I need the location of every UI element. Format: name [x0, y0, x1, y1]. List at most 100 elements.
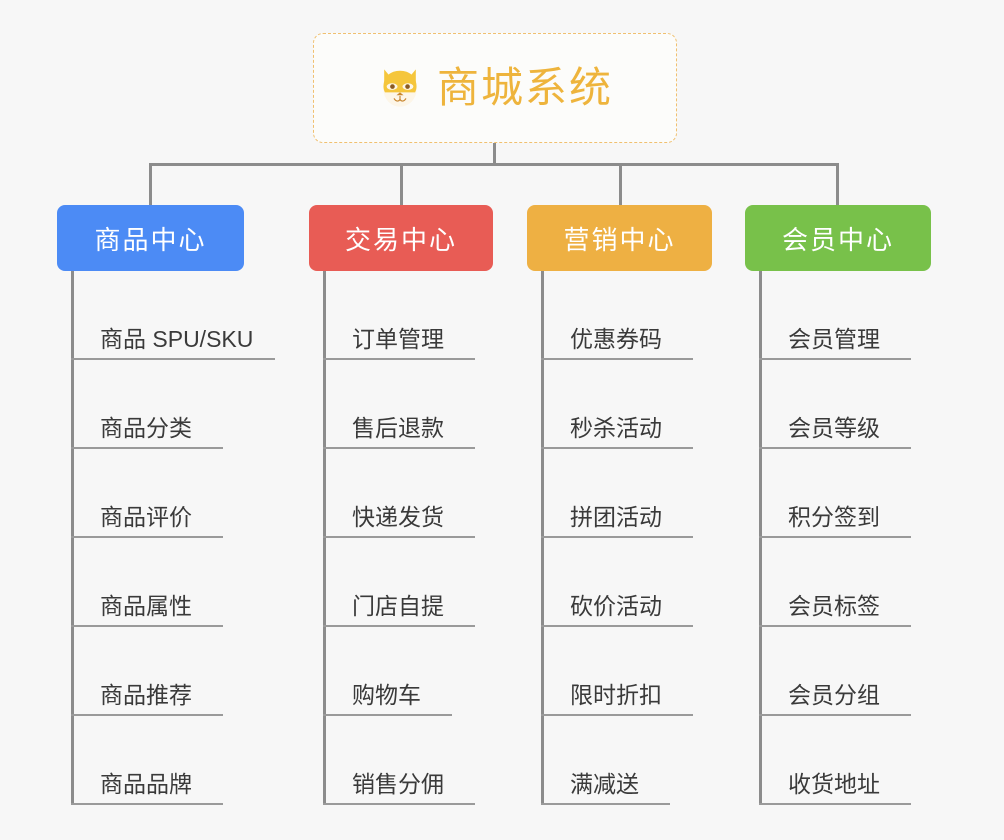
leaf-underline: [323, 447, 475, 449]
list-item[interactable]: 快递发货: [309, 449, 493, 538]
connector-root-stem: [493, 143, 496, 166]
category-header-label: 商品中心: [94, 224, 207, 255]
leaf-underline: [541, 536, 693, 538]
list-item[interactable]: 购物车: [309, 627, 493, 716]
leaf-label: 会员管理: [788, 325, 880, 352]
leaf-underline: [323, 536, 475, 538]
leaf-label: 门店自提: [352, 592, 444, 619]
leaf-label: 商品分类: [100, 414, 192, 441]
leaf-label: 购物车: [352, 681, 421, 708]
list-item[interactable]: 拼团活动: [527, 449, 712, 538]
leaf-label: 满减送: [570, 770, 639, 797]
leaf-label: 积分签到: [788, 503, 880, 530]
category-header-label: 交易中心: [344, 224, 457, 255]
leaf-label: 商品评价: [100, 503, 192, 530]
leaf-underline: [759, 447, 911, 449]
root-node[interactable]: 商城系统: [313, 33, 677, 143]
leaf-underline: [323, 625, 475, 627]
leaf-label: 快递发货: [352, 503, 444, 530]
category-header-label: 会员中心: [781, 224, 894, 255]
leaf-underline: [71, 714, 223, 716]
list-item[interactable]: 商品评价: [57, 449, 244, 538]
leaf-label: 商品属性: [100, 592, 192, 619]
leaf-label: 秒杀活动: [570, 414, 662, 441]
leaf-underline: [759, 625, 911, 627]
leaf-list-member: 会员管理 会员等级 积分签到 会员标签 会员分组 收货地址: [745, 271, 931, 805]
root-title: 商城系统: [436, 64, 613, 111]
connector-drop-1: [400, 163, 403, 207]
list-item[interactable]: 满减送: [527, 716, 712, 805]
list-item[interactable]: 会员分组: [745, 627, 931, 716]
leaf-label: 砍价活动: [570, 592, 662, 619]
leaf-underline: [71, 803, 223, 805]
list-item[interactable]: 商品品牌: [57, 716, 244, 805]
leaf-underline: [759, 536, 911, 538]
list-item[interactable]: 售后退款: [309, 360, 493, 449]
column-spine: [323, 271, 326, 805]
category-header-transaction[interactable]: 交易中心: [309, 205, 493, 271]
list-item[interactable]: 会员管理: [745, 271, 931, 360]
list-item[interactable]: 销售分佣: [309, 716, 493, 805]
list-item[interactable]: 商品推荐: [57, 627, 244, 716]
leaf-label: 订单管理: [352, 325, 444, 352]
category-header-member[interactable]: 会员中心: [745, 205, 931, 271]
leaf-underline: [71, 447, 223, 449]
list-item[interactable]: 砍价活动: [527, 538, 712, 627]
category-header-label: 营销中心: [563, 224, 676, 255]
list-item[interactable]: 限时折扣: [527, 627, 712, 716]
column-spine: [541, 271, 544, 805]
category-column-marketing: 营销中心 优惠券码 秒杀活动 拼团活动 砍价活动 限时折扣: [527, 205, 712, 805]
list-item[interactable]: 会员等级: [745, 360, 931, 449]
leaf-label: 售后退款: [352, 414, 444, 441]
leaf-underline: [759, 714, 911, 716]
leaf-underline: [71, 358, 275, 360]
leaf-list-marketing: 优惠券码 秒杀活动 拼团活动 砍价活动 限时折扣 满减送: [527, 271, 712, 805]
leaf-underline: [71, 625, 223, 627]
leaf-label: 会员标签: [788, 592, 880, 619]
category-header-product[interactable]: 商品中心: [57, 205, 244, 271]
connector-drop-0: [149, 163, 152, 207]
list-item[interactable]: 秒杀活动: [527, 360, 712, 449]
leaf-label: 商品推荐: [100, 681, 192, 708]
list-item[interactable]: 订单管理: [309, 271, 493, 360]
leaf-underline: [71, 536, 223, 538]
leaf-underline: [541, 714, 693, 716]
list-item[interactable]: 门店自提: [309, 538, 493, 627]
leaf-underline: [323, 714, 452, 716]
leaf-label: 商品品牌: [100, 770, 192, 797]
list-item[interactable]: 商品分类: [57, 360, 244, 449]
category-column-transaction: 交易中心 订单管理 售后退款 快递发货 门店自提 购物车: [309, 205, 493, 805]
leaf-label: 优惠券码: [570, 325, 662, 352]
list-item[interactable]: 积分签到: [745, 449, 931, 538]
list-item[interactable]: 优惠券码: [527, 271, 712, 360]
leaf-label: 限时折扣: [570, 681, 662, 708]
leaf-underline: [323, 803, 475, 805]
category-header-marketing[interactable]: 营销中心: [527, 205, 712, 271]
leaf-label: 销售分佣: [352, 770, 444, 797]
leaf-label: 会员分组: [788, 681, 880, 708]
dog-face-icon: [383, 69, 417, 107]
leaf-underline: [541, 447, 693, 449]
connector-horizontal-bus: [149, 163, 839, 166]
leaf-label: 拼团活动: [570, 503, 662, 530]
list-item[interactable]: 商品属性: [57, 538, 244, 627]
leaf-label: 收货地址: [788, 770, 880, 797]
list-item[interactable]: 商品 SPU/SKU: [57, 271, 275, 360]
leaf-underline: [541, 358, 693, 360]
leaf-label: 商品 SPU/SKU: [100, 325, 254, 352]
category-column-member: 会员中心 会员管理 会员等级 积分签到 会员标签 会员分组: [745, 205, 931, 805]
leaf-underline: [759, 803, 911, 805]
leaf-underline: [541, 803, 670, 805]
column-spine: [759, 271, 762, 805]
leaf-underline: [541, 625, 693, 627]
connector-drop-2: [619, 163, 622, 207]
connector-drop-3: [836, 163, 839, 207]
list-item[interactable]: 收货地址: [745, 716, 931, 805]
category-column-product: 商品中心 商品 SPU/SKU 商品分类 商品评价 商品属性 商品推荐: [57, 205, 275, 805]
leaf-list-transaction: 订单管理 售后退款 快递发货 门店自提 购物车 销售分佣: [309, 271, 493, 805]
leaf-list-product: 商品 SPU/SKU 商品分类 商品评价 商品属性 商品推荐 商品品牌: [57, 271, 275, 805]
leaf-underline: [759, 358, 911, 360]
column-spine: [71, 271, 74, 805]
list-item[interactable]: 会员标签: [745, 538, 931, 627]
